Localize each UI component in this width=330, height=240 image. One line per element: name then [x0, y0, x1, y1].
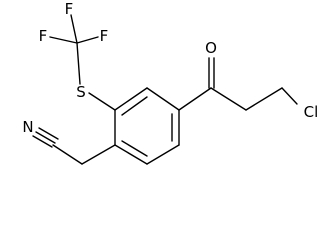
bond-cf3-c-f-top — [70, 14, 78, 44]
atom-label-oxygen: O — [205, 39, 217, 57]
ring-bond-2 — [146, 87, 180, 111]
atom-label-sulfur: S — [76, 83, 86, 101]
bond-cf3-c-f-left — [49, 36, 78, 44]
bond-ch2-cn — [52, 144, 83, 165]
ring-double-bond-inner-1 — [121, 96, 148, 116]
atom-label-fluorine-right: F — [100, 27, 109, 45]
chemical-structure-diagram: F F F S O Cl N — [22, 0, 319, 165]
bond-carbonyl-ch2 — [210, 87, 247, 111]
bond-ring-ch2 — [81, 144, 116, 165]
bond-cf3-c-f-right — [76, 36, 99, 44]
bond-nitrile-triple-3 — [38, 127, 59, 140]
atom-label-nitrogen: N — [22, 118, 33, 136]
atom-label-fluorine-top: F — [65, 0, 74, 18]
bond-ch2-ch2 — [245, 87, 283, 111]
bond-nitrile-triple-1 — [35, 131, 56, 144]
ring-bond-1 — [114, 87, 148, 111]
bond-ch2-cl — [281, 87, 298, 105]
bond-nitrile-triple-2 — [32, 135, 53, 148]
atom-label-chlorine: Cl — [304, 103, 319, 121]
bond-s-ring — [88, 92, 116, 111]
atom-label-fluorine-left: F — [39, 27, 48, 45]
bond-cf3-c-s — [76, 42, 81, 85]
ring-bond-5 — [114, 144, 148, 165]
ring-bond-4 — [146, 144, 180, 165]
ring-double-bond-inner-3 — [121, 140, 148, 157]
bond-ring-carbonyl — [178, 87, 212, 111]
